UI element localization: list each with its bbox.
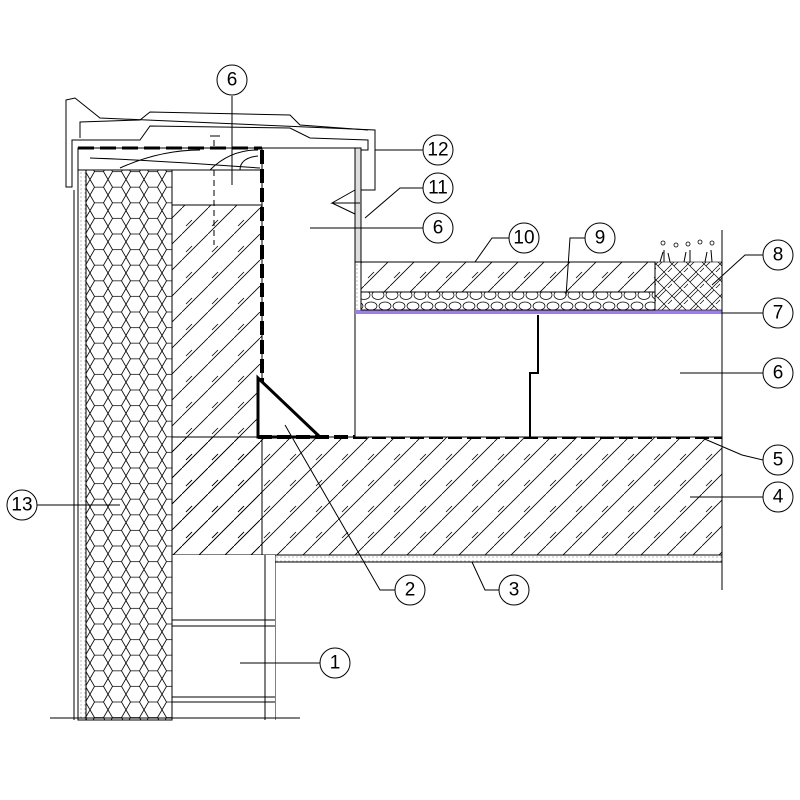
filter-layer <box>355 310 722 314</box>
window-frame <box>172 555 275 720</box>
callout-6-upstand: 6 <box>422 212 454 244</box>
substrate-layer <box>360 261 656 293</box>
svg-text:12: 12 <box>427 140 448 161</box>
svg-text:10: 10 <box>513 228 534 249</box>
svg-text:13: 13 <box>11 495 32 516</box>
callout-13: 13 <box>6 489 38 521</box>
plants-icon <box>659 249 713 263</box>
leader-lines <box>37 96 764 664</box>
upstand-insulation <box>261 147 356 438</box>
roof-slab <box>171 436 723 556</box>
wall-flashing <box>354 147 362 263</box>
callout-10: 10 <box>508 222 540 254</box>
callout-6-top: 6 <box>216 64 248 96</box>
svg-text:6: 6 <box>773 363 784 384</box>
callout-12: 12 <box>422 134 454 166</box>
svg-text:3: 3 <box>509 580 520 601</box>
svg-text:7: 7 <box>773 303 784 324</box>
external-insulation <box>85 169 173 721</box>
svg-text:9: 9 <box>595 228 606 249</box>
callout-6-roof: 6 <box>762 357 794 389</box>
timber-block <box>171 169 263 206</box>
svg-text:11: 11 <box>428 178 448 199</box>
svg-text:6: 6 <box>433 218 444 239</box>
fixing-anchor <box>330 189 360 215</box>
callout-8: 8 <box>762 239 794 271</box>
callout-4: 4 <box>762 481 794 513</box>
svg-text:4: 4 <box>773 487 784 508</box>
callout-7: 7 <box>762 297 794 329</box>
svg-text:2: 2 <box>405 580 416 601</box>
drainage-gravel <box>360 291 656 311</box>
svg-text:5: 5 <box>773 450 784 471</box>
callout-1: 1 <box>319 647 351 679</box>
callout-9: 9 <box>584 222 616 254</box>
callout-2: 2 <box>394 574 426 606</box>
callout-5: 5 <box>762 444 794 476</box>
callout-11: 11 <box>422 172 454 204</box>
render-layer <box>77 164 87 721</box>
metal-coping <box>65 97 376 191</box>
callout-3: 3 <box>498 574 530 606</box>
ceiling-plaster <box>274 554 723 563</box>
vegetation-layer <box>654 261 723 311</box>
svg-text:8: 8 <box>773 245 784 266</box>
svg-text:6: 6 <box>227 70 238 91</box>
svg-text:1: 1 <box>330 653 341 674</box>
